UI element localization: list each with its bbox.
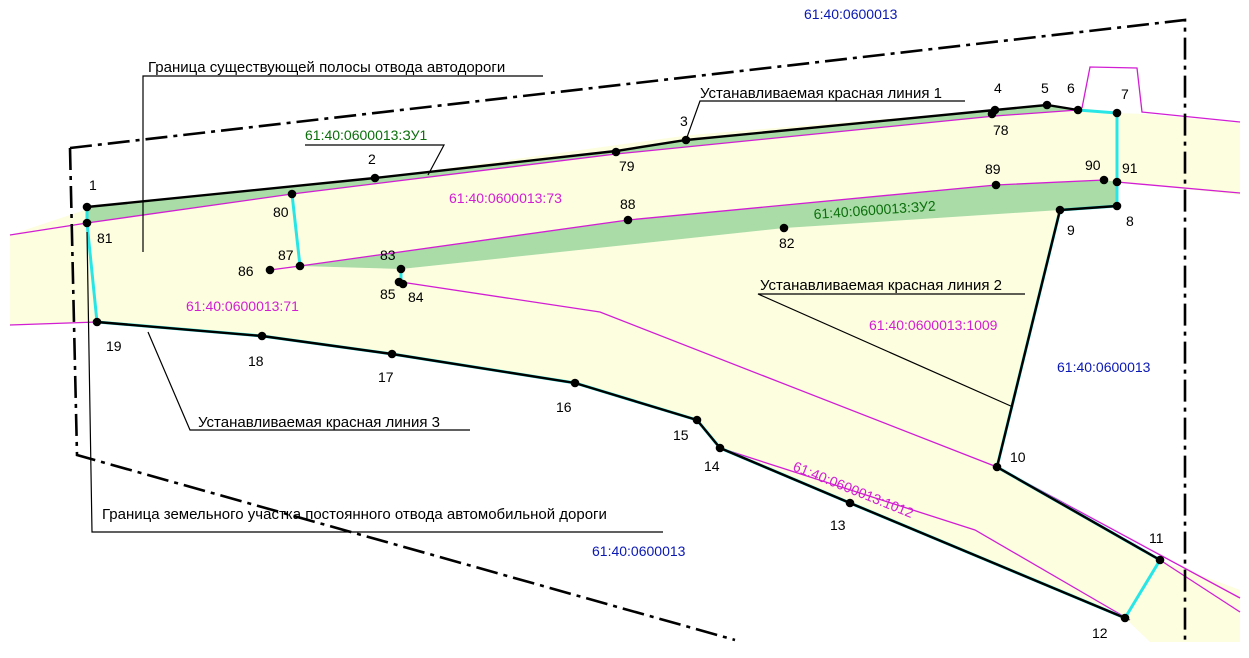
point-label-18: 18 [248, 353, 264, 369]
point-label-1: 1 [89, 177, 97, 193]
point-label-91: 91 [1122, 160, 1138, 176]
point-label-78: 78 [993, 122, 1009, 138]
point-marker [82, 202, 92, 212]
point-label-14: 14 [704, 458, 720, 474]
callout-red-line-3: Устанавливаемая красная линия 3 [198, 414, 440, 431]
callout-existing-row-boundary: Граница существующей полосы отвода автод… [148, 59, 505, 76]
point-label-15: 15 [673, 427, 689, 443]
point-marker [370, 173, 380, 183]
point-label-88: 88 [620, 196, 636, 212]
point-marker [265, 265, 275, 275]
quarter-label-top: 61:40:0600013 [804, 6, 898, 22]
point-marker [1112, 201, 1122, 211]
point-label-4: 4 [994, 80, 1002, 96]
point-label-13: 13 [830, 517, 846, 533]
road-branch-area [97, 284, 997, 503]
point-label-10: 10 [1010, 449, 1026, 465]
quarter-label-bottom: 61:40:0600013 [592, 543, 686, 559]
point-marker [845, 498, 855, 508]
point-marker [1055, 205, 1065, 215]
point-labels: 1 2 3 4 5 6 7 8 9 10 11 12 13 14 15 16 1… [89, 80, 1164, 641]
dash-dot-boundaries [68, 18, 1187, 645]
point-label-87: 87 [278, 247, 294, 263]
point-label-11: 11 [1149, 530, 1164, 546]
point-marker [1155, 555, 1165, 565]
parcel-label-zu1: 61:40:0600013:ЗУ1 [305, 127, 428, 143]
point-label-90: 90 [1085, 157, 1101, 173]
point-label-79: 79 [619, 158, 635, 174]
point-marker [396, 264, 406, 274]
point-marker [623, 215, 633, 225]
point-marker [692, 415, 702, 425]
red-line-3 [96, 320, 1126, 620]
point-marker [570, 378, 580, 388]
point-label-6: 6 [1067, 80, 1075, 96]
point-marker [1112, 108, 1122, 118]
quarter-label-right: 61:40:0600013 [1057, 359, 1151, 375]
point-label-17: 17 [378, 369, 394, 385]
point-label-19: 19 [106, 338, 122, 354]
point-marker [387, 349, 397, 359]
point-label-3: 3 [680, 113, 688, 129]
point-label-86: 86 [238, 263, 254, 279]
parcel-label-73: 61:40:0600013:73 [449, 190, 562, 206]
point-marker [1120, 613, 1130, 623]
point-label-81: 81 [97, 230, 113, 246]
parcel-boundaries [9, 66, 1241, 621]
point-marker [611, 147, 621, 157]
land-plot-boundary-line [69, 18, 1187, 645]
point-label-2: 2 [368, 151, 376, 167]
point-label-12: 12 [1092, 625, 1108, 641]
point-label-7: 7 [1121, 86, 1129, 102]
point-label-83: 83 [380, 247, 396, 263]
point-markers [82, 100, 1165, 623]
point-label-85: 85 [380, 286, 396, 302]
point-marker [1099, 175, 1109, 185]
point-marker [715, 443, 725, 453]
parcel-label-71: 61:40:0600013:71 [186, 298, 299, 314]
point-marker [779, 223, 789, 233]
point-marker [295, 261, 305, 271]
callout-land-plot-boundary: Граница земельного участка постоянного о… [102, 506, 607, 523]
plot-zu1-area [87, 105, 1078, 223]
point-marker [92, 317, 102, 327]
point-marker [257, 331, 267, 341]
callout-red-line-2: Устанавливаемая красная линия 2 [760, 277, 1002, 294]
land-plot-boundary-left [68, 147, 736, 642]
point-label-84: 84 [408, 289, 424, 305]
point-label-9: 9 [1067, 222, 1075, 238]
point-marker [987, 109, 997, 119]
point-marker [1073, 105, 1083, 115]
point-marker [82, 218, 92, 228]
point-marker [992, 462, 1002, 472]
point-label-16: 16 [556, 399, 572, 415]
point-label-5: 5 [1041, 80, 1049, 96]
callout-leaders [86, 75, 1025, 533]
red-line-2 [995, 204, 1161, 562]
point-marker [287, 189, 297, 199]
point-label-89: 89 [985, 161, 1001, 177]
plot-zu2-area [300, 180, 1117, 269]
point-marker [394, 277, 404, 287]
point-marker [681, 135, 691, 145]
point-label-82: 82 [779, 235, 795, 251]
callout-red-line-1: Устанавливаемая красная линия 1 [700, 85, 942, 102]
point-marker [1042, 100, 1052, 110]
parcel-label-1009: 61:40:0600013:1009 [869, 317, 998, 333]
point-marker [991, 180, 1001, 190]
point-label-8: 8 [1126, 213, 1134, 229]
point-label-80: 80 [273, 204, 289, 220]
point-marker [1112, 177, 1122, 187]
